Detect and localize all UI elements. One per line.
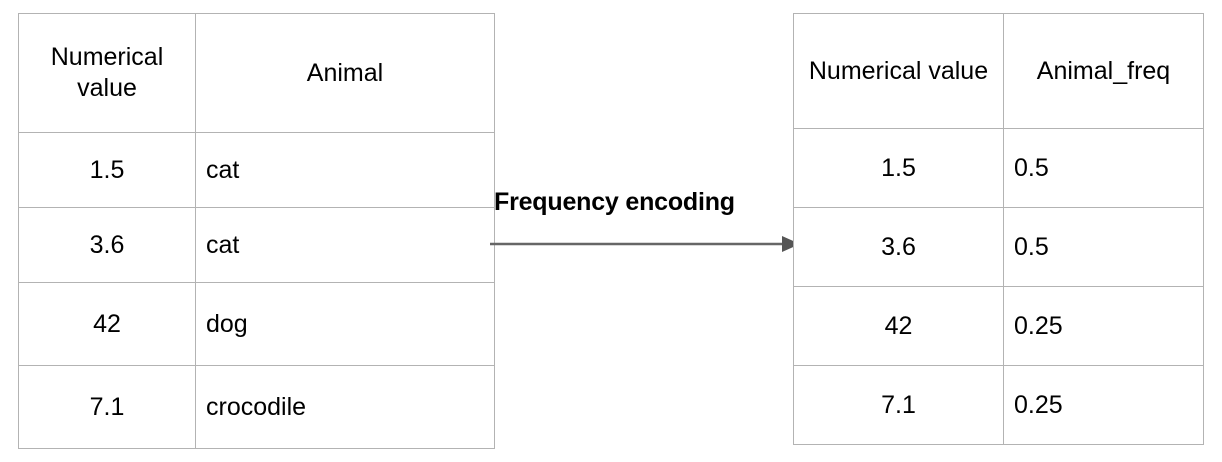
source-cell-value-2: 3.6 xyxy=(18,207,196,283)
encoded-cell-freq-4: 0.25 xyxy=(1003,365,1204,445)
table-row: 3.6 cat xyxy=(18,207,495,283)
table-header-row: Numerical value Animal_freq xyxy=(793,13,1204,129)
table-row: 1.5 cat xyxy=(18,132,495,208)
encoded-cell-value-1: 1.5 xyxy=(793,128,1004,208)
encoded-data-table: Numerical value Animal_freq 1.5 0.5 3.6 … xyxy=(793,13,1204,445)
source-cell-animal-3: dog xyxy=(195,282,495,366)
table-row: 42 dog xyxy=(18,282,495,366)
encoded-header-numerical-value: Numerical value xyxy=(793,13,1004,129)
table-row: 3.6 0.5 xyxy=(793,207,1204,287)
encoded-cell-freq-1: 0.5 xyxy=(1003,128,1204,208)
table-row: 1.5 0.5 xyxy=(793,128,1204,208)
encoded-cell-value-3: 42 xyxy=(793,286,1004,366)
encoded-cell-freq-3: 0.25 xyxy=(1003,286,1204,366)
table-header-row: Numerical value Animal xyxy=(18,13,495,133)
encoded-cell-value-2: 3.6 xyxy=(793,207,1004,287)
right-arrow-icon xyxy=(490,236,800,252)
table-row: 7.1 crocodile xyxy=(18,365,495,449)
transformation-arrow-group: Frequency encoding xyxy=(488,185,808,270)
source-cell-value-3: 42 xyxy=(18,282,196,366)
source-data-table: Numerical value Animal 1.5 cat 3.6 cat 4… xyxy=(18,13,495,449)
encoded-cell-freq-2: 0.5 xyxy=(1003,207,1204,287)
encoded-header-animal-freq: Animal_freq xyxy=(1003,13,1204,129)
table-row: 42 0.25 xyxy=(793,286,1204,366)
encoded-cell-value-4: 7.1 xyxy=(793,365,1004,445)
arrow-label: Frequency encoding xyxy=(494,188,735,216)
source-cell-animal-1: cat xyxy=(195,132,495,208)
table-row: 7.1 0.25 xyxy=(793,365,1204,445)
source-header-animal: Animal xyxy=(195,13,495,133)
source-header-numerical-value: Numerical value xyxy=(18,13,196,133)
source-cell-value-1: 1.5 xyxy=(18,132,196,208)
source-cell-value-4: 7.1 xyxy=(18,365,196,449)
source-cell-animal-2: cat xyxy=(195,207,495,283)
source-cell-animal-4: crocodile xyxy=(195,365,495,449)
